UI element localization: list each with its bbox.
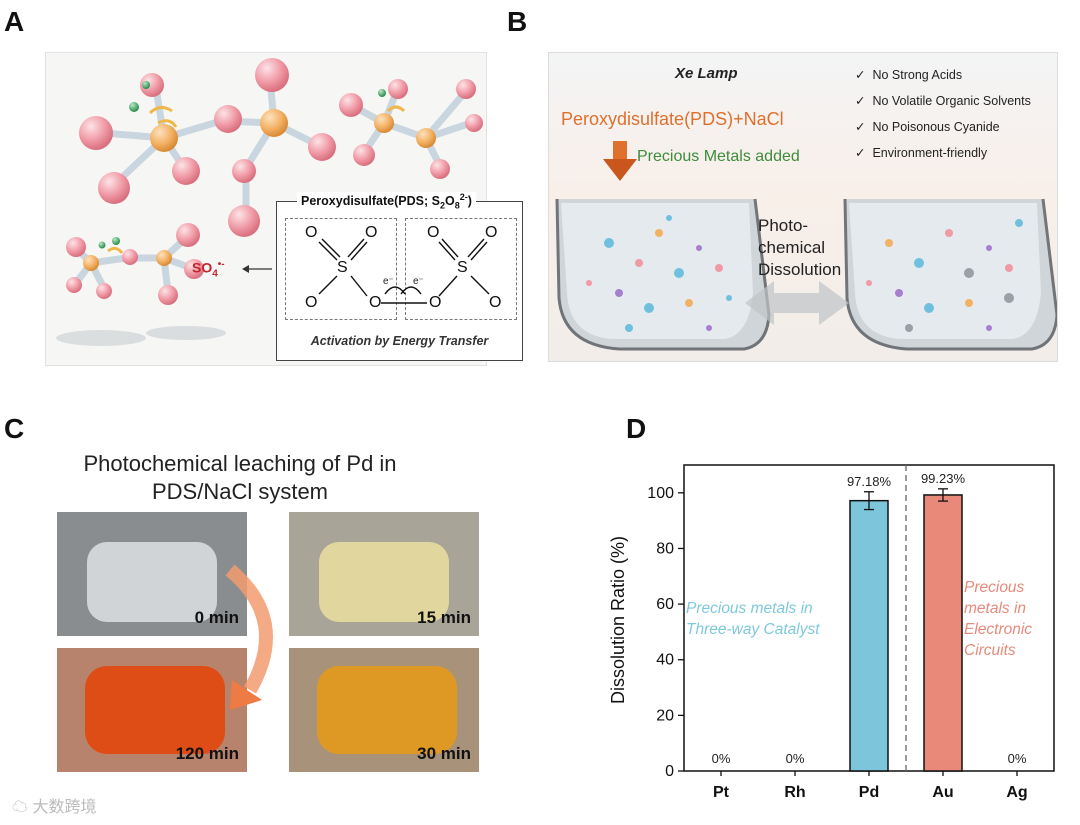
dissolution-bar-chart: 0 20 40 60 80 100 0% Pt 0% Rh 97.18% Pd 99.23% Au 0% Ag [647, 464, 1055, 801]
data-label: 0% [712, 751, 731, 766]
vial-solution [317, 666, 457, 754]
vial-time-label: 120 min [175, 744, 239, 763]
panel-letter-b: B [507, 6, 528, 37]
vial-solution [85, 666, 225, 754]
checklist-item: ✓ No Poisonous Cyanide [855, 120, 1000, 134]
x-tick-label: Ag [1006, 784, 1027, 801]
electron-label: e⁻ [413, 276, 424, 287]
y-tick-label: 80 [656, 540, 674, 557]
bar-pd [849, 499, 889, 772]
data-label: 0% [1008, 751, 1027, 766]
vial-photo-15min: 15 min [289, 512, 479, 636]
pds-nacl-label: Peroxydisulfate(PDS)+NaCl [561, 109, 784, 129]
pds-structure-box: Peroxydisulfate(PDS; S2O82-) O O S O O O… [276, 192, 523, 361]
x-tick-label: Rh [784, 784, 805, 801]
precious-metals-label: Precious Metals added [637, 148, 800, 165]
vial-time-label: 30 min [417, 744, 471, 763]
oxygen-atom: O [369, 294, 382, 311]
oxygen-atom: O [429, 294, 442, 311]
time-progress-arrow [225, 564, 273, 710]
sulfur-atom: S [337, 259, 348, 276]
activation-caption: Activation by Energy Transfer [310, 334, 489, 348]
panel-letter-a: A [4, 6, 25, 37]
vial-time-label: 0 min [194, 608, 239, 627]
pds-structure-diagram [318, 238, 490, 304]
benefits-checklist: ✓ No Strong Acids ✓ No Volatile Organic … [855, 67, 1031, 171]
molecule-illustration [56, 58, 483, 346]
data-label: 99.23% [921, 471, 966, 486]
sulfate-left-dashed-box [285, 218, 397, 320]
checklist-item: ✓ Environment-friendly [855, 146, 988, 160]
vial-solution [87, 542, 217, 622]
y-tick-label: 20 [656, 707, 674, 724]
electronic-circuits-annotation: Precious metals in Electronic Circuits [964, 579, 1033, 659]
cloud-icon: ☁ [12, 799, 29, 816]
panel-b-figure: Xe Lamp Peroxydisulfate(PDS)+NaCl Precio… [548, 52, 1058, 362]
dissolution-illustration [555, 141, 1057, 351]
sulfate-radical-label: SO4•- [192, 259, 225, 280]
pds-box-title: Peroxydisulfate(PDS; S2O82-) [297, 192, 476, 211]
x-tick-label: Pt [713, 784, 730, 801]
y-tick-label: 100 [647, 485, 674, 502]
checklist-item: ✓ No Strong Acids [855, 68, 963, 82]
data-label: 97.18% [847, 474, 892, 489]
three-way-catalyst-annotation: Precious metals in Three-way Catalyst [686, 600, 820, 638]
y-tick-label: 60 [656, 596, 674, 613]
y-axis-label: Dissolution Ratio (%) [608, 535, 628, 705]
vial-solution [319, 542, 449, 622]
electron-label: e⁻ [383, 276, 394, 287]
xe-lamp-label: Xe Lamp [675, 65, 738, 82]
oxygen-atom: O [305, 224, 318, 241]
y-tick-label: 40 [656, 652, 674, 669]
y-tick-label: 0 [665, 763, 674, 780]
bar-au [923, 494, 963, 772]
oxygen-atom: O [305, 294, 318, 311]
panel-letter-d: D [626, 413, 647, 444]
oxygen-atom: O [485, 224, 498, 241]
x-tick-label: Pd [859, 784, 879, 801]
sulfur-atom: S [457, 259, 468, 276]
panel-letter-c: C [4, 413, 25, 444]
data-label: 0% [786, 751, 805, 766]
checklist-item: ✓ No Volatile Organic Solvents [855, 94, 1031, 108]
oxygen-atom: O [427, 224, 440, 241]
watermark: ☁ 大数跨境 [12, 799, 97, 816]
vial-photo-30min: 30 min [289, 648, 479, 772]
photochemical-dissolution-label: Photo- chemical Dissolution [758, 216, 842, 279]
panel-c-title: Photochemical leaching of Pd in PDS/NaCl… [83, 451, 397, 504]
oxygen-atom: O [489, 294, 502, 311]
x-tick-label: Au [932, 784, 953, 801]
vial-photo-120min: 120 min [57, 648, 247, 772]
vial-time-label: 15 min [417, 608, 471, 627]
panel-a-figure: SO4•- Peroxydisulfate(PDS; S2O82-) O O S [45, 52, 523, 366]
vial-photo-0min: 0 min [57, 512, 247, 636]
oxygen-atom: O [365, 224, 378, 241]
sulfate-right-dashed-box [405, 218, 517, 320]
